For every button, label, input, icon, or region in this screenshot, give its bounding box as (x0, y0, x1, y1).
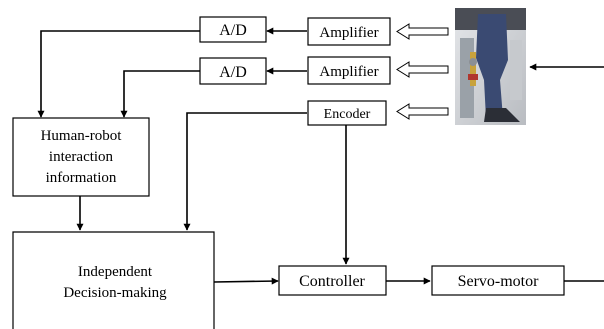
exoskeleton-photo (455, 8, 526, 125)
hollow-arrow-icon (396, 23, 449, 120)
ad-bottom-label: A/D (219, 64, 247, 81)
controller-label: Controller (299, 273, 365, 290)
servo-motor-block: Servo-motor (431, 265, 565, 296)
servo-motor-label: Servo-motor (458, 273, 540, 290)
amplifier-bottom: Amplifier (307, 56, 391, 85)
ad-converter-top: A/D (199, 16, 267, 43)
hri-label-line2: interaction (49, 149, 114, 165)
ad-top-label: A/D (219, 22, 247, 39)
encoder-block: Encoder (307, 100, 387, 126)
amplifier-top: Amplifier (307, 17, 391, 46)
amplifier-bottom-label: Amplifier (319, 64, 378, 80)
hri-label-line3: information (46, 170, 117, 186)
amplifier-top-label: Amplifier (319, 25, 378, 41)
decision-label-line1: Independent (78, 264, 153, 280)
controller-block: Controller (278, 265, 387, 296)
hri-block: Human-robot interaction information (12, 117, 150, 197)
decision-block: Independent Decision-making (12, 231, 215, 329)
hri-label-line1: Human-robot (41, 128, 123, 144)
ad-converter-bottom: A/D (199, 57, 267, 85)
encoder-label: Encoder (324, 107, 371, 122)
decision-label-line2: Decision-making (63, 285, 167, 301)
